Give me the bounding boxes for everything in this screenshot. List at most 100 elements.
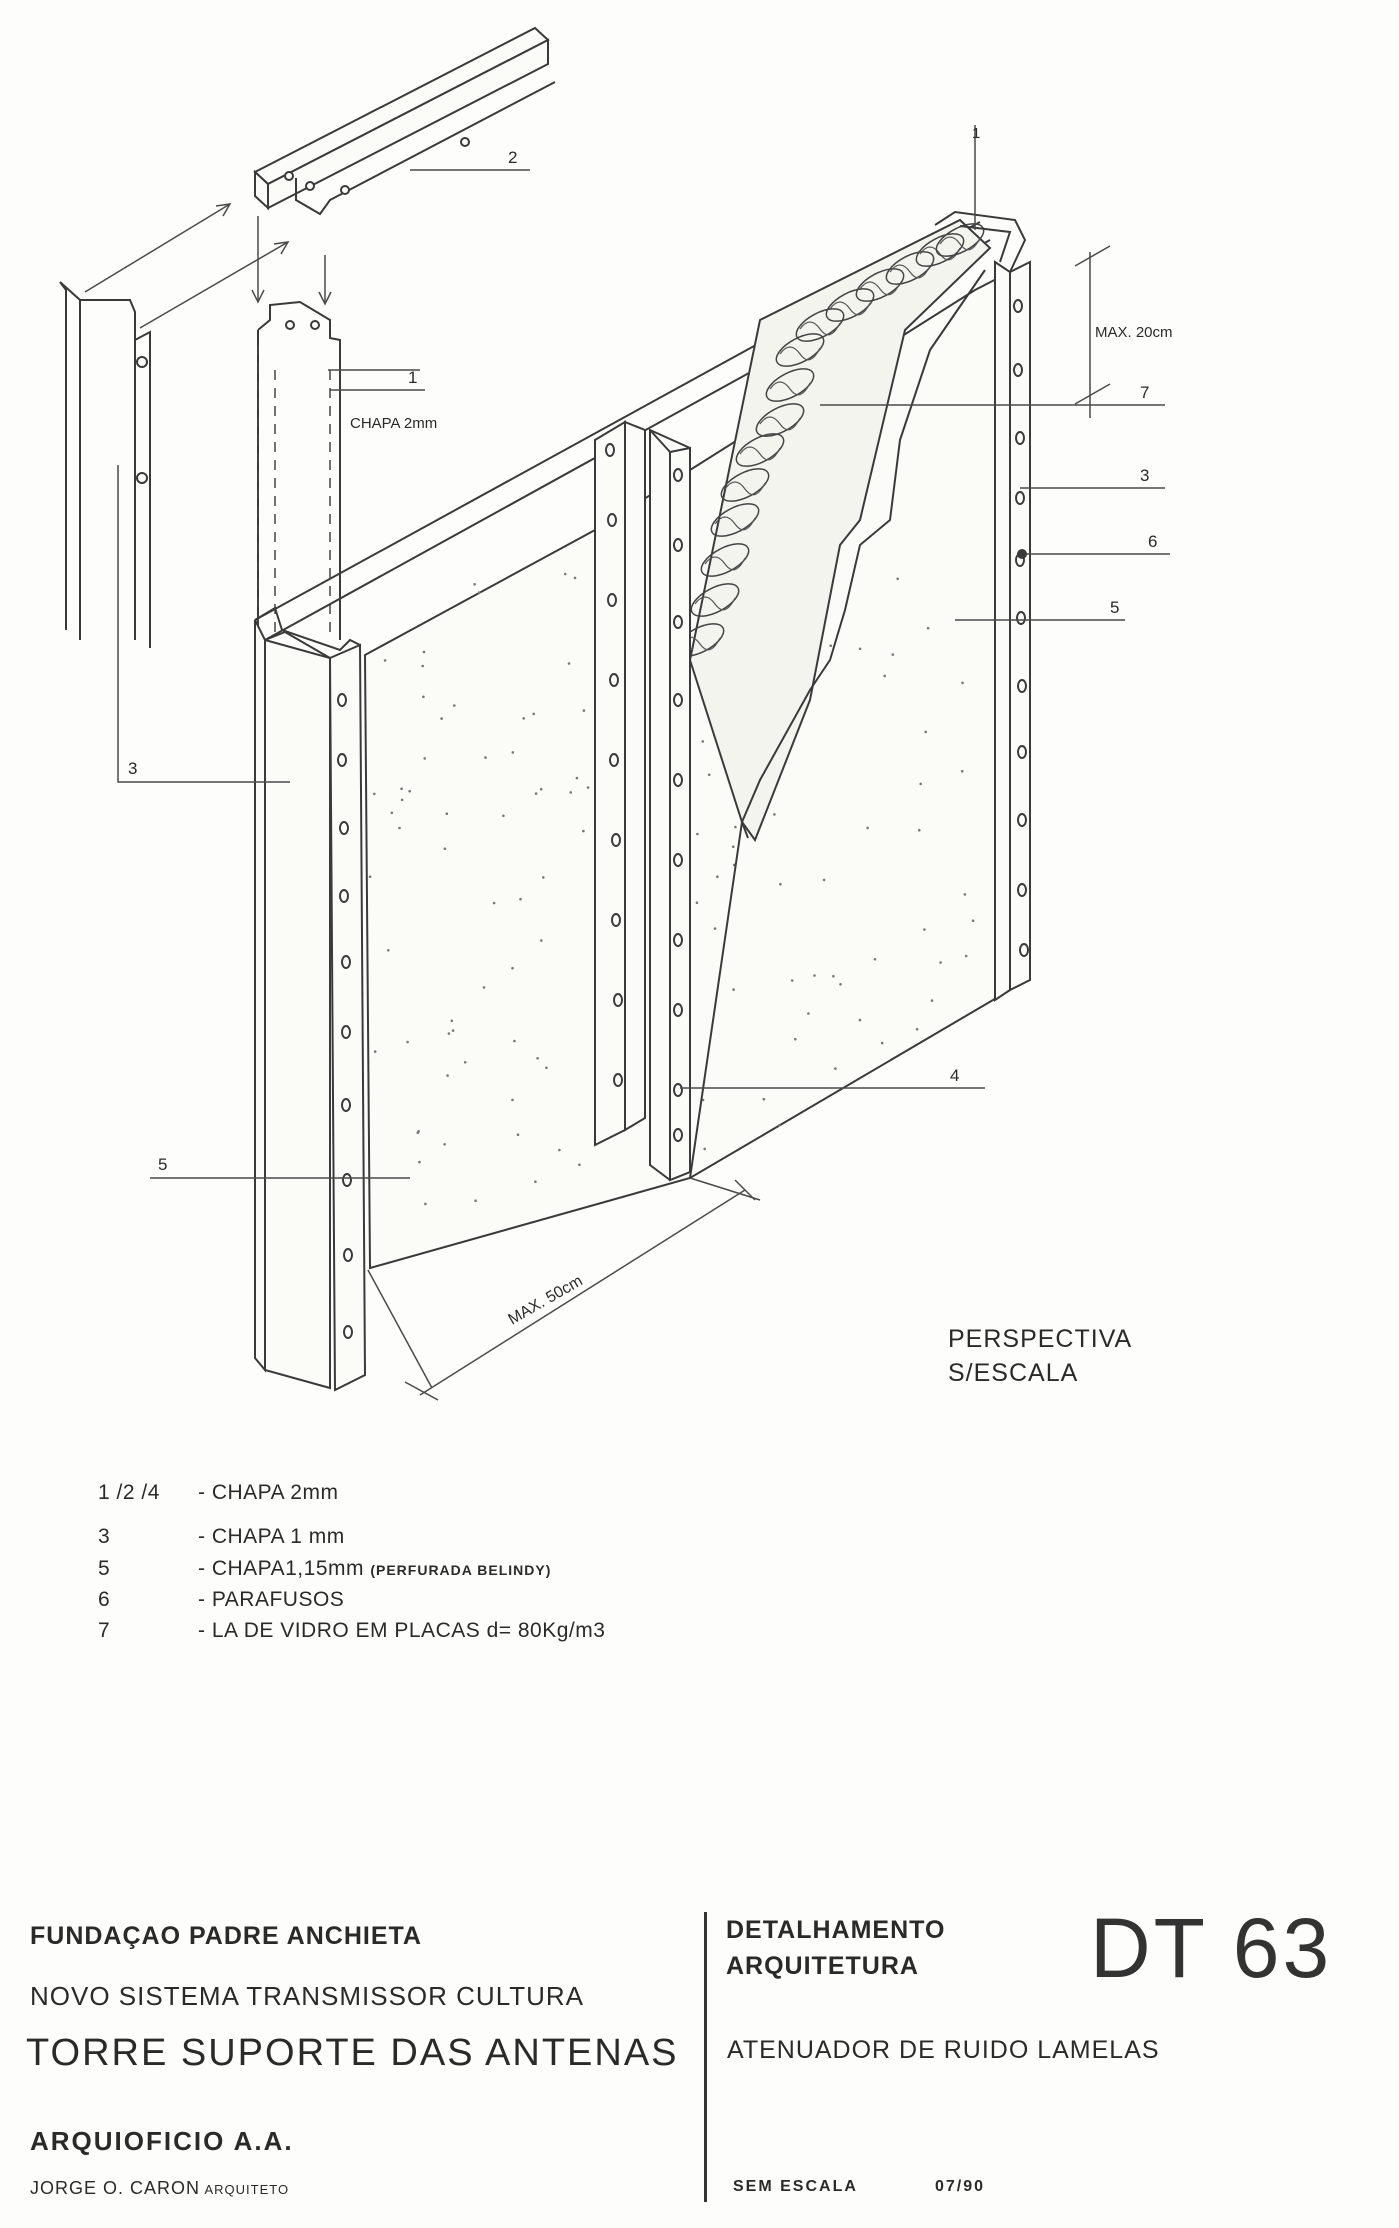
callout-6: 6 bbox=[1148, 532, 1157, 551]
callout-1-top: 1 bbox=[972, 125, 980, 142]
perforation-dot bbox=[696, 832, 699, 836]
screw-hole bbox=[673, 773, 683, 787]
perforation-dot bbox=[440, 717, 443, 720]
screw-hole bbox=[341, 1025, 351, 1039]
screw-hole bbox=[1017, 679, 1027, 693]
title-block-divider bbox=[704, 1912, 707, 2202]
perforation-dot bbox=[511, 1098, 514, 1102]
perforation-dot bbox=[790, 979, 794, 982]
perforation-dot bbox=[707, 773, 711, 777]
perforation-dot bbox=[423, 757, 427, 760]
screw-hole bbox=[613, 993, 623, 1007]
screw-hole bbox=[1015, 431, 1025, 445]
perforation-dot bbox=[695, 901, 699, 904]
screw-hole bbox=[341, 1098, 351, 1112]
screw-hole bbox=[1015, 491, 1025, 505]
legend-row: 1 /2 /4- CHAPA 2mm bbox=[98, 1481, 338, 1505]
perforation-dot bbox=[400, 787, 403, 790]
wool-fiber bbox=[724, 481, 766, 496]
perforation-dot bbox=[421, 664, 425, 668]
screw-hole bbox=[339, 821, 349, 835]
screw-hole bbox=[607, 513, 617, 527]
screw-hole bbox=[1019, 943, 1029, 957]
callout-1-exploded: 1 bbox=[408, 368, 417, 387]
drawing-code: DT 63 bbox=[1090, 1901, 1333, 1995]
wool-loop bbox=[825, 288, 875, 322]
perforation-dot bbox=[896, 577, 899, 581]
perforation-dot bbox=[578, 1163, 581, 1166]
perforation-dot bbox=[418, 1160, 421, 1164]
perforation-dot bbox=[779, 882, 782, 886]
perforation-dot bbox=[924, 730, 927, 734]
perforation-dot bbox=[866, 826, 869, 830]
perforation-dot bbox=[873, 958, 877, 961]
dimension-max-20cm: MAX. 20cm bbox=[1074, 245, 1173, 418]
callout-5-left: 5 bbox=[158, 1155, 167, 1174]
architect-role: ARQUITETO bbox=[204, 2182, 290, 2197]
perforation-dot bbox=[569, 791, 572, 794]
callout-4: 4 bbox=[950, 1066, 959, 1085]
perforation-dot bbox=[822, 878, 826, 882]
perforation-dot bbox=[563, 572, 567, 576]
perforation-dot bbox=[482, 986, 486, 989]
architect-name: JORGE O. CARON bbox=[30, 2178, 201, 2198]
perforation-dot bbox=[713, 927, 717, 930]
perforation-dot bbox=[534, 1180, 537, 1183]
perforation-dot bbox=[778, 1123, 781, 1127]
perforation-dot bbox=[732, 988, 735, 991]
wool-loop bbox=[885, 251, 935, 285]
wool-fiber bbox=[889, 264, 931, 279]
legend-key: 3 bbox=[98, 1525, 111, 1548]
perforation-dot bbox=[701, 740, 705, 743]
screw-hole bbox=[673, 693, 683, 707]
perforation-dot bbox=[813, 974, 816, 977]
screw-hole bbox=[673, 468, 683, 482]
wool-fiber bbox=[769, 381, 811, 396]
perforation-dot bbox=[919, 782, 922, 786]
perforation-dot bbox=[586, 786, 590, 789]
project-tower: TORRE SUPORTE DAS ANTENAS bbox=[26, 2032, 679, 2074]
wool-loop bbox=[710, 503, 760, 537]
screw-hole bbox=[337, 693, 347, 707]
perspective-drawing: MAX. 20cm 2 1 CHAPA 2mm 1 7 3 6 5 3 4 bbox=[59, 26, 1173, 1401]
perforation-dot bbox=[918, 828, 921, 832]
screw-hole bbox=[605, 443, 615, 457]
callout-3-right: 3 bbox=[1140, 466, 1149, 485]
perforation-dot bbox=[573, 576, 577, 580]
screw-hole bbox=[337, 753, 347, 767]
callout-5-right: 5 bbox=[1110, 598, 1119, 617]
wool-fiber bbox=[799, 321, 841, 336]
perforation-dot bbox=[930, 999, 934, 1002]
perforation-dot bbox=[939, 961, 942, 964]
screw-hole bbox=[613, 1073, 623, 1087]
perforation-dot bbox=[963, 893, 967, 896]
callout-chapa-2mm: CHAPA 2mm bbox=[350, 415, 437, 432]
screw-hole bbox=[611, 913, 621, 927]
perforation-dot bbox=[422, 650, 426, 654]
perforation-dot bbox=[829, 644, 832, 647]
perforation-dot bbox=[539, 787, 543, 791]
perforation-dot bbox=[542, 876, 545, 879]
perforation-dot bbox=[540, 939, 543, 942]
perforation-dot bbox=[492, 901, 496, 905]
legend-text: - CHAPA 1 mm bbox=[198, 1525, 345, 1548]
perforation-dot bbox=[450, 1019, 454, 1023]
perspective-line1: PERSPECTIVA bbox=[948, 1325, 1133, 1353]
explode-arrows bbox=[84, 203, 332, 329]
perforation-dot bbox=[858, 1018, 862, 1022]
drawing-title: ATENUADOR DE RUIDO LAMELAS bbox=[727, 2036, 1160, 2064]
perforation-dot bbox=[416, 1131, 420, 1134]
legend-key: 7 bbox=[98, 1619, 111, 1642]
callout-3-left: 3 bbox=[128, 759, 137, 778]
wool-fiber bbox=[694, 596, 736, 611]
glass-wool-insulation bbox=[675, 223, 985, 657]
perforation-dot bbox=[477, 591, 481, 594]
legend-row: 3 - CHAPA 1 mm bbox=[98, 1525, 345, 1549]
perforation-dot bbox=[883, 674, 886, 678]
screw-hole bbox=[1017, 883, 1027, 897]
perforation-dot bbox=[807, 1012, 810, 1015]
drawing-date: 07/90 bbox=[935, 2178, 986, 2195]
perforation-dot bbox=[484, 756, 487, 759]
perforation-dot bbox=[387, 949, 390, 952]
